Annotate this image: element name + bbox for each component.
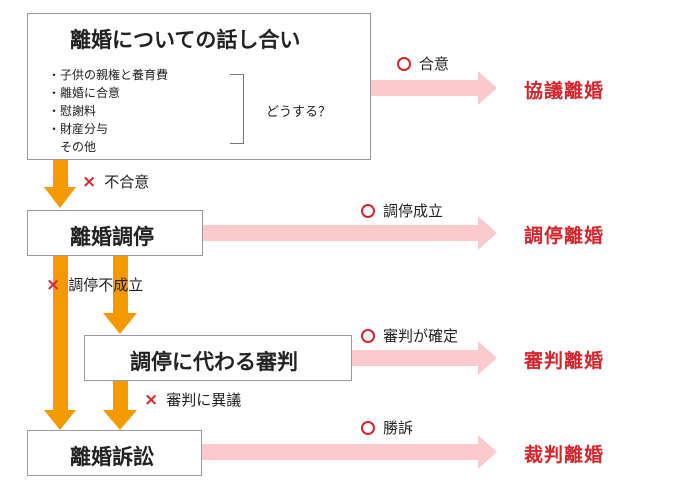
lawsuit-title: 離婚訴訟 (70, 445, 154, 469)
result-saiban: 裁判離婚 (524, 444, 605, 466)
circle-icon (361, 329, 375, 343)
mediation-box: 離婚調停 (27, 210, 203, 256)
cross-icon: × (82, 172, 97, 192)
discussion-title: 離婚についての話し合い (70, 28, 301, 52)
arrow-to-chotei (203, 216, 497, 250)
arrow-mediation-to-lawsuit (44, 256, 76, 430)
discussion-question: どうする？ (266, 105, 332, 120)
list-item: ・慰謝料 (48, 104, 97, 118)
result-shinpan: 審判離婚 (524, 350, 605, 372)
mediation-title: 離婚調停 (70, 225, 154, 249)
arrow-discussion-to-mediation (44, 160, 76, 208)
list-item: ・子供の親権と養育費 (48, 68, 169, 82)
arrow-mediation-to-judgment (103, 256, 137, 334)
circle-icon (397, 57, 411, 71)
branch-won: 勝訴 (361, 417, 413, 438)
circle-icon (361, 421, 375, 435)
list-item: その他 (48, 140, 97, 154)
result-kyogi: 協議離婚 (524, 80, 605, 102)
discussion-items: ・子供の親権と養育費 ・離婚に合意 ・慰謝料 ・財産分与 その他 (48, 66, 168, 156)
arrow-judgment-to-lawsuit (103, 381, 137, 430)
cross-icon: × (46, 275, 61, 295)
branch-judgment-final: 審判が確定 (361, 325, 458, 346)
cross-icon: × (144, 390, 159, 410)
items-bracket (230, 74, 244, 144)
branch-agreed: 合意 (397, 53, 449, 74)
list-item: ・財産分与 (48, 122, 109, 136)
lawsuit-box: 離婚訴訟 (27, 430, 202, 476)
arrow-to-shinpan (352, 341, 497, 375)
judgment-title: 調停に代わる審判 (130, 350, 298, 374)
result-chotei: 調停離婚 (524, 225, 605, 247)
list-item: ・離婚に合意 (48, 86, 121, 100)
branch-mediation-failed: ×調停不成立 (46, 275, 144, 295)
arrow-to-kyogi (371, 71, 497, 105)
circle-icon (361, 204, 375, 218)
branch-not-agreed: ×不合意 (82, 172, 150, 192)
discussion-box: 離婚についての話し合い ・子供の親権と養育費 ・離婚に合意 ・慰謝料 ・財産分与… (27, 13, 371, 160)
arrow-to-saiban (202, 435, 497, 469)
branch-judgment-objection: ×審判に異議 (144, 390, 242, 410)
branch-mediation-ok: 調停成立 (361, 200, 443, 221)
judgment-box: 調停に代わる審判 (84, 335, 352, 381)
